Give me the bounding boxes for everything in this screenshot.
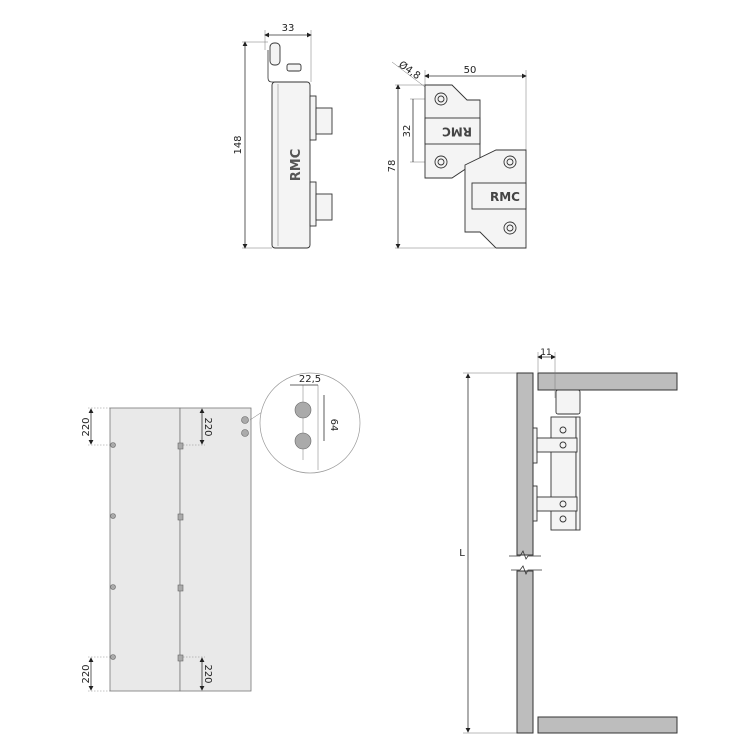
front-height-label: 78: [387, 160, 398, 173]
length-label: L: [459, 548, 465, 559]
mounting-holes: [434, 92, 517, 235]
panel-right: [179, 407, 252, 692]
bracket: [267, 50, 306, 83]
hole-diameter-label: Ø4,8: [396, 59, 422, 82]
upper-rmc-logo: RMC: [442, 125, 472, 139]
hinge-installed: [532, 389, 581, 531]
drill-holes: [110, 416, 249, 662]
side-view: 33 148 RMC: [233, 23, 333, 249]
adjust-screw: [286, 63, 302, 72]
side-width-label: 33: [282, 23, 295, 34]
detail-magnifier: 22,5 64: [259, 372, 361, 474]
top-mid-dim: 220: [202, 417, 213, 436]
rmc-logo: RMC: [289, 149, 304, 182]
bottom-shelf: [537, 716, 678, 734]
roller: [269, 42, 281, 66]
side-wall-lower: [516, 570, 534, 734]
lower-logo-plate: [471, 182, 527, 210]
upper-logo-plate: [424, 117, 481, 145]
hole-spacing-label: 32: [402, 125, 413, 138]
side-height-label: 148: [233, 135, 244, 154]
side-wall-upper: [516, 372, 534, 556]
front-width-label: 50: [464, 65, 477, 76]
offset-label: 11: [540, 348, 551, 358]
lower-rmc-logo: RMC: [490, 190, 520, 204]
section-view: L 11: [459, 348, 678, 734]
top-shelf: [537, 372, 678, 391]
panel-view: 220 220 220 220 22,5 64: [81, 372, 361, 692]
clip-top: [309, 95, 333, 141]
hinge-body: [271, 81, 311, 249]
detail-spacing-label: 64: [328, 419, 339, 432]
clip-bottom: [309, 181, 333, 227]
front-view: 50 Ø4,8 78 32 RMC RMC: [387, 59, 527, 249]
detail-width-label: 22,5: [299, 374, 321, 385]
bottom-mid-dim: 220: [202, 664, 213, 683]
top-left-dim: 220: [81, 417, 92, 436]
bottom-left-dim: 220: [81, 664, 92, 683]
panel-left: [109, 407, 181, 692]
